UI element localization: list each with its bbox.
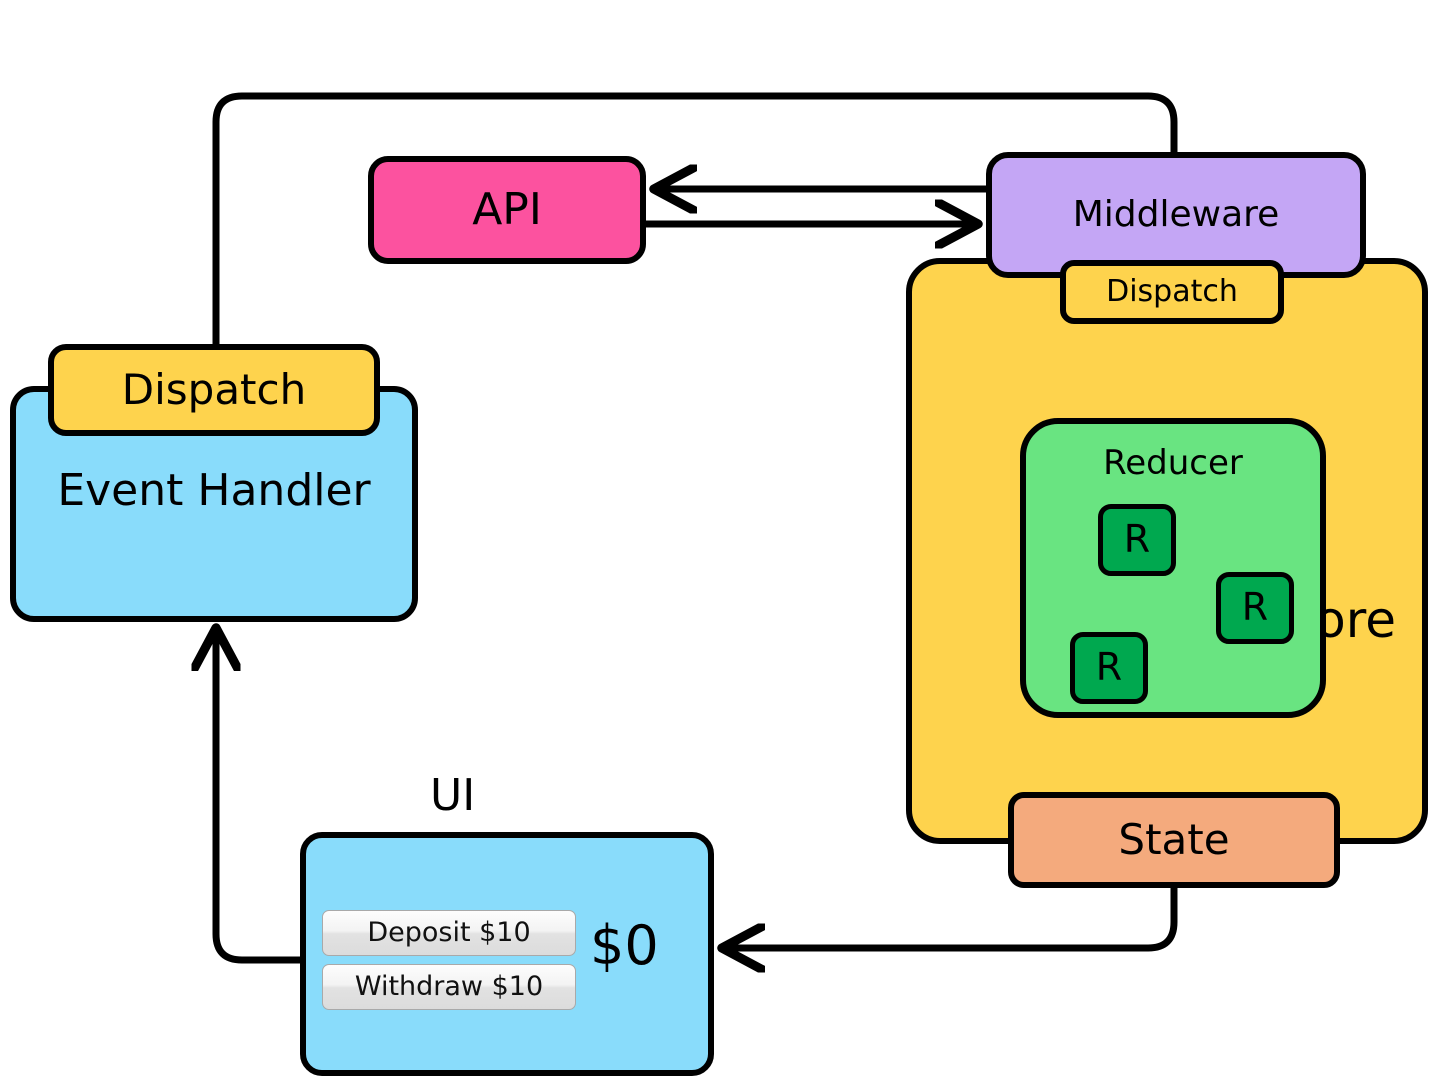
deposit-button[interactable]: Deposit $10 (322, 910, 576, 956)
edge-ui-to-eventhandler (216, 632, 300, 964)
reducer-box: Reducer R R R (1020, 418, 1326, 718)
edge-state-to-ui (726, 888, 1178, 948)
reducer-label: Reducer (1103, 443, 1243, 483)
reducer-chip: R (1070, 632, 1148, 704)
edge-dispatch-to-middleware (212, 92, 1178, 344)
event-handler-dispatch-box: Dispatch (48, 344, 380, 436)
ui-panel: Deposit $10 Withdraw $10 $0 (300, 832, 714, 1076)
api-box: API (368, 156, 646, 264)
state-box: State (1008, 792, 1340, 888)
reducer-chip: R (1216, 572, 1294, 644)
middleware-box: Middleware (986, 152, 1366, 278)
store-dispatch-box: Dispatch (1060, 260, 1284, 324)
balance-display: $0 (590, 914, 659, 977)
withdraw-button[interactable]: Withdraw $10 (322, 964, 576, 1010)
ui-label: UI (430, 770, 476, 821)
reducer-chip: R (1098, 504, 1176, 576)
